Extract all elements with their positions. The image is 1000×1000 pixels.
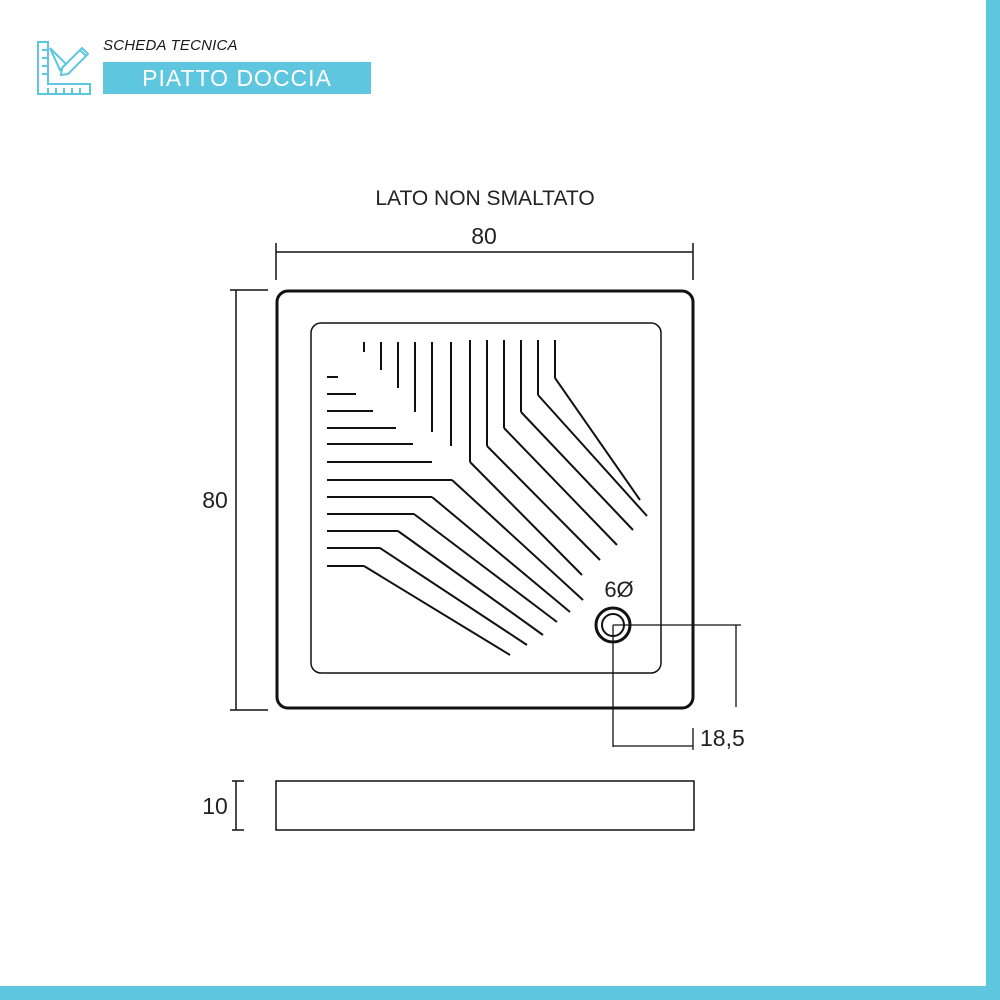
width-label: 80: [471, 223, 497, 249]
groove-line: [379, 547, 528, 646]
groove-line: [520, 411, 634, 531]
groove-line: [363, 565, 511, 656]
side-label: LATO NON SMALTATO: [375, 187, 594, 210]
width-dimension: [275, 243, 694, 280]
height-label: 10: [202, 793, 228, 819]
drain-offset-dimension: [612, 624, 741, 750]
anti-slip-grooves: [327, 340, 648, 656]
drain-offset-label: 18,5: [700, 725, 745, 751]
groove-line: [503, 427, 618, 546]
groove-line: [554, 377, 641, 501]
groove-line: [469, 461, 583, 576]
right-frame-border: [986, 0, 1000, 1000]
groove-line: [431, 496, 571, 613]
header-subtitle: SCHEDA TECNICA: [103, 37, 238, 54]
depth-dimension: [230, 289, 268, 711]
drain-diameter-label: 6Ø: [604, 577, 633, 602]
groove-line: [397, 530, 544, 636]
tray-inner-basin: [310, 322, 662, 674]
ruler-pencil-icon: [37, 41, 91, 95]
tray-outer-edge: [275, 289, 695, 710]
groove-line: [486, 445, 601, 561]
header-title: PIATTO DOCCIA: [103, 62, 371, 94]
groove-line: [451, 479, 584, 601]
groove-line: [537, 394, 648, 517]
groove-line: [413, 513, 558, 623]
depth-label: 80: [202, 487, 228, 513]
tray-side-profile: [275, 780, 695, 831]
height-dimension: [232, 780, 244, 831]
bottom-frame-border: [0, 986, 1000, 1000]
